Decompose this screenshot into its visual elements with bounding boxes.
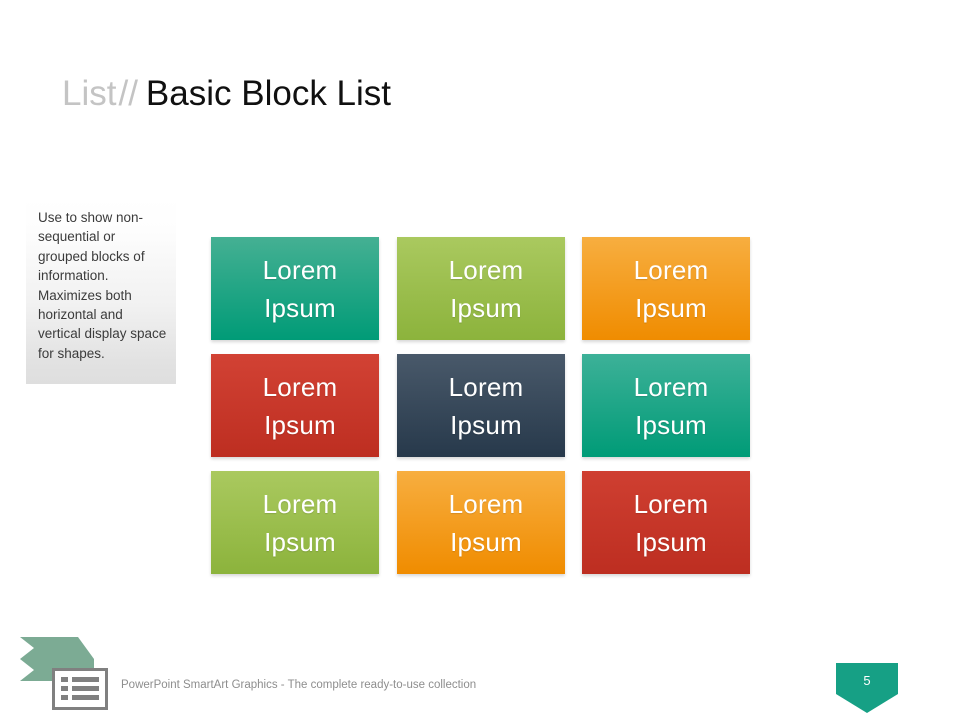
block-label-line2: Ipsum (635, 409, 707, 440)
title-separator: // (118, 74, 138, 113)
block-item[interactable]: Lorem Ipsum (397, 354, 565, 457)
block-grid: Lorem Ipsum Lorem Ipsum Lorem Ipsum Lore… (211, 237, 751, 575)
footer-text: PowerPoint SmartArt Graphics - The compl… (121, 679, 477, 691)
list-icon-row (61, 686, 99, 691)
block-label-line2: Ipsum (264, 292, 336, 323)
block-label-line1: Lorem (262, 371, 338, 402)
block-label-line2: Ipsum (264, 526, 336, 557)
block-item[interactable]: Lorem Ipsum (582, 237, 750, 340)
block-label-line2: Ipsum (450, 292, 522, 323)
block-label-line1: Lorem (262, 254, 338, 285)
bullet-square-icon (61, 686, 68, 691)
block-item[interactable]: Lorem Ipsum (582, 354, 750, 457)
block-item[interactable]: Lorem Ipsum (397, 471, 565, 574)
title-prefix: List (62, 74, 117, 113)
list-icon-row (61, 695, 99, 700)
block-label-line2: Ipsum (635, 292, 707, 323)
block-label-line2: Ipsum (264, 409, 336, 440)
block-item[interactable]: Lorem Ipsum (397, 237, 565, 340)
block-item[interactable]: Lorem Ipsum (211, 354, 379, 457)
title-main: Basic Block List (145, 74, 392, 113)
list-line (72, 677, 99, 682)
block-item[interactable]: Lorem Ipsum (582, 471, 750, 574)
page-number-badge: 5 (836, 663, 898, 713)
block-label-line2: Ipsum (450, 409, 522, 440)
list-icon-row (61, 677, 99, 682)
block-label-line2: Ipsum (635, 526, 707, 557)
block-label-line1: Lorem (633, 254, 709, 285)
block-label-line1: Lorem (448, 371, 524, 402)
bullet-square-icon (61, 695, 68, 700)
list-line (72, 686, 99, 691)
block-label-line1: Lorem (633, 371, 709, 402)
block-label-line1: Lorem (262, 488, 338, 519)
block-label-line1: Lorem (633, 488, 709, 519)
page-title: List//Basic Block List (62, 72, 391, 116)
description-text: Use to show non-sequential or grouped bl… (38, 210, 167, 361)
block-item[interactable]: Lorem Ipsum (211, 471, 379, 574)
list-icon (52, 668, 108, 710)
list-line (72, 695, 99, 700)
block-label-line1: Lorem (448, 254, 524, 285)
bullet-square-icon (61, 677, 68, 682)
block-label-line2: Ipsum (450, 526, 522, 557)
description-panel: Use to show non-sequential or grouped bl… (26, 198, 176, 384)
block-item[interactable]: Lorem Ipsum (211, 237, 379, 340)
block-label-line1: Lorem (448, 488, 524, 519)
